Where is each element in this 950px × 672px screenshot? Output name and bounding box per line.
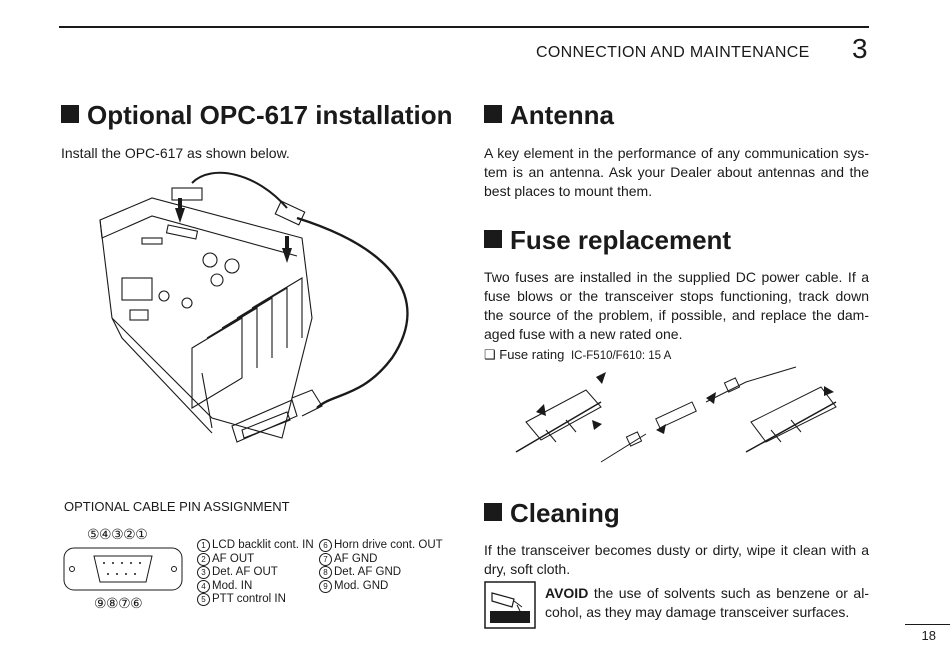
opc617-installation-illustration [99, 171, 409, 443]
heading-bullet [484, 105, 502, 123]
opc617-heading-text: Optional OPC-617 installation [87, 100, 453, 130]
fuse-rating-label: ❑ Fuse rating [484, 347, 565, 362]
avoid-text: the use of solvents such as benzene or a… [545, 585, 869, 620]
page-number: 18 [921, 628, 936, 643]
avoid-bold: AVOID [545, 585, 589, 601]
fuse-replacement-illustration [515, 366, 837, 463]
caution-solvent-icon [484, 581, 536, 629]
cleaning-heading-text: Cleaning [510, 498, 620, 528]
avoid-warning: AVOID the use of solvents such as benzen… [545, 584, 869, 622]
antenna-heading-text: Antenna [510, 100, 614, 130]
heading-bullet [61, 105, 79, 123]
fuse-rating: ❑ Fuse rating IC-F510/F610: 15 A [484, 345, 671, 366]
section-number: 3 [852, 33, 868, 64]
antenna-text: A key element in the performance of any … [484, 145, 869, 199]
top-rule [59, 26, 869, 28]
opc617-intro: Install the OPC-617 as shown below. [61, 145, 290, 161]
antenna-heading: Antenna [484, 100, 614, 131]
page-number-rule [905, 624, 950, 625]
fuse-heading-text: Fuse replacement [510, 225, 732, 255]
section-title: CONNECTION AND MAINTENANCE [536, 44, 810, 61]
fuse-heading: Fuse replacement [484, 225, 731, 256]
db9-connector-diagram [63, 547, 183, 591]
opc617-heading: Optional OPC-617 installation [61, 100, 453, 131]
heading-bullet [484, 503, 502, 521]
cleaning-text: If the transceiver becomes dusty or dirt… [484, 542, 869, 577]
fuse-text: Two fuses are installed in the supplied … [484, 269, 869, 342]
top-pin-numbers: ⑤④③②① [87, 526, 148, 542]
bottom-pin-numbers: ⑨⑧⑦⑥ [94, 595, 143, 611]
cleaning-heading: Cleaning [484, 498, 620, 529]
fuse-rating-value: IC-F510/F610: 15 A [570, 350, 672, 362]
pin-assignment-title: OPTIONAL CABLE PIN ASSIGNMENT [64, 499, 290, 514]
heading-bullet [484, 230, 502, 248]
